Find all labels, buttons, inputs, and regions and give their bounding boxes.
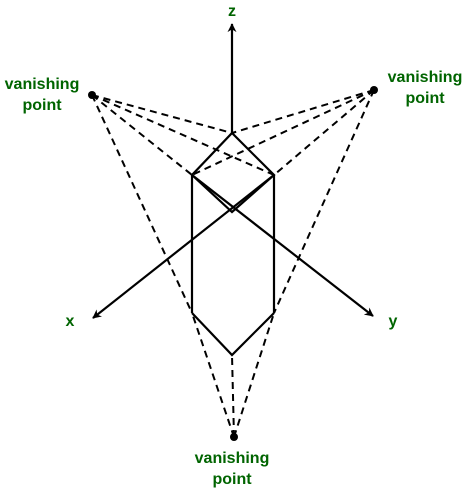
projection-line [231, 89, 375, 134]
projection-line [91, 94, 193, 314]
vanishing-point-right-line1: vanishing [388, 69, 463, 86]
x-axis [92, 174, 275, 319]
vanishing-point-right-line2: point [405, 90, 445, 107]
projection-lines [91, 89, 375, 438]
y-axis [191, 174, 374, 317]
vanishing-point-bottom-line2: point [212, 471, 252, 488]
vanishing-point-right-dot [370, 86, 378, 94]
projection-line [231, 354, 235, 438]
projection-line [273, 89, 375, 314]
y-axis-label: y [389, 313, 398, 330]
projection-line [91, 94, 233, 134]
vanishing-point-left-line2: point [22, 97, 62, 114]
projection-line [233, 312, 275, 438]
vanishing-point-left-label: vanishing point [5, 76, 80, 114]
prism-object [190, 131, 276, 357]
z-axis-label: z [228, 3, 236, 20]
vanishing-point-bottom-dot [230, 433, 238, 441]
projection-line [191, 89, 375, 176]
projection-line [273, 89, 375, 176]
projection-line [91, 94, 275, 176]
axes [92, 23, 374, 319]
prism-top-face [190, 131, 276, 214]
x-axis-label: x [66, 313, 75, 330]
vanishing-point-bottom-label: vanishing point [195, 450, 270, 488]
vanishing-point-left-dot [88, 91, 96, 99]
vanishing-point-left-line1: vanishing [5, 76, 80, 93]
prism-bottom-edge [191, 312, 275, 357]
vanishing-point-right-label: vanishing point [388, 69, 463, 107]
projection-line [191, 312, 235, 438]
vanishing-point-bottom-line1: vanishing [195, 450, 270, 467]
projection-line [91, 94, 193, 176]
